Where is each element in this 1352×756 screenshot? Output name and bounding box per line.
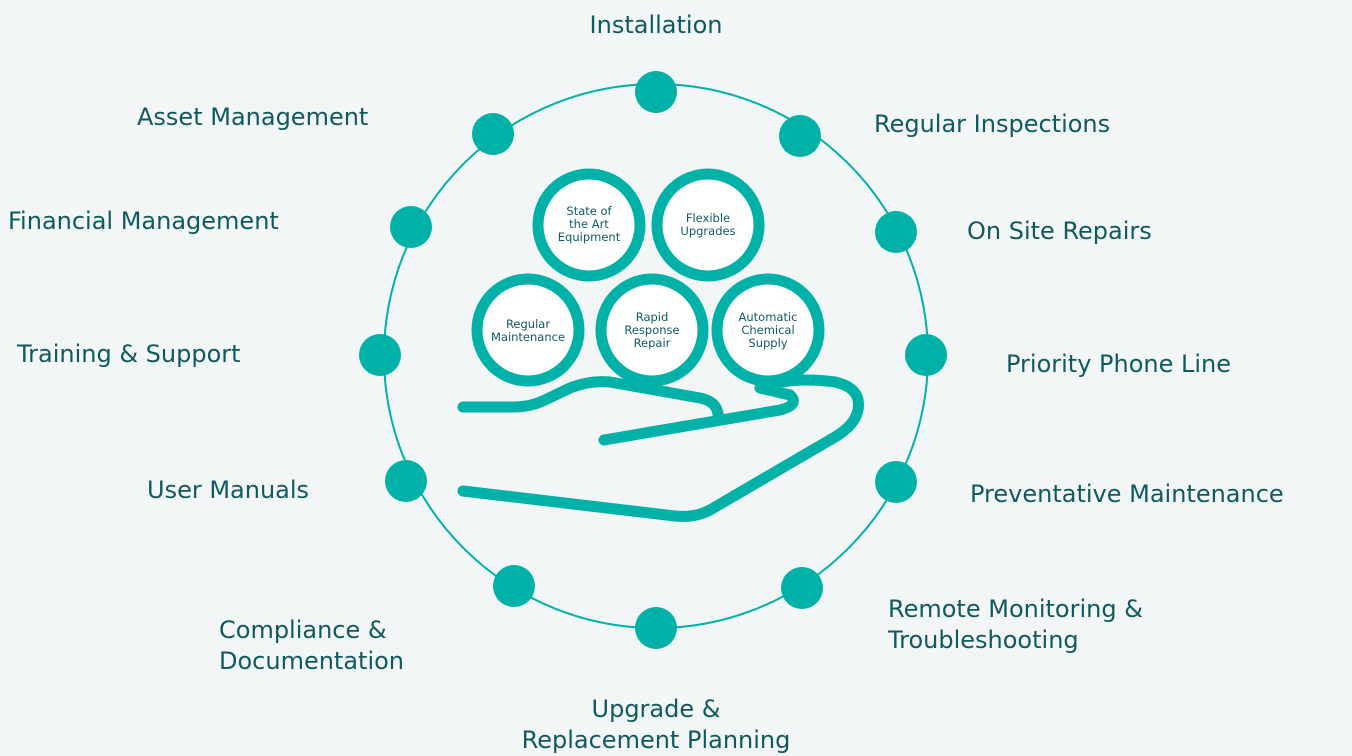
inner-text-line: Rapid [635, 310, 669, 324]
label-line: Troubleshooting [888, 626, 1079, 654]
label-line: Compliance & [219, 616, 387, 644]
inner-text-line: Automatic [738, 310, 798, 324]
label-user-manuals: User Manuals [147, 475, 309, 506]
label-line: Documentation [219, 647, 405, 675]
inner-text-line: Upgrades [680, 224, 736, 238]
label-training-support: Training & Support [17, 339, 241, 370]
label-financial-management: Financial Management [8, 206, 279, 237]
inner-label-state-of-art: State of the Art Equipment [541, 205, 637, 244]
inner-text-line: State of [566, 204, 612, 218]
inner-label-automatic-chemical: Automatic Chemical Supply [720, 311, 816, 350]
inner-circle-automatic-chemical [711, 273, 825, 387]
label-line: Priority Phone Line [1006, 350, 1232, 378]
node-regular-inspections [779, 115, 821, 157]
inner-circle-flexible-upgrades [651, 168, 765, 282]
label-line: On Site Repairs [967, 217, 1152, 245]
inner-text-line: the Art [569, 217, 609, 231]
inner-text-line: Maintenance [490, 330, 566, 344]
node-upgrade-planning [635, 607, 677, 649]
label-upgrade-planning: Upgrade & Replacement Planning [486, 694, 826, 756]
label-line: Replacement Planning [521, 726, 791, 754]
inner-circle-rapid-response [595, 273, 709, 387]
label-line: Regular Inspections [874, 110, 1111, 138]
label-line: Asset Management [137, 103, 369, 131]
inner-text-line: Equipment [557, 230, 621, 244]
node-training-support [359, 334, 401, 376]
label-compliance: Compliance & Documentation [219, 615, 404, 677]
label-asset-management: Asset Management [137, 102, 368, 133]
inner-label-flexible-upgrades: Flexible Upgrades [660, 212, 756, 238]
hand-icon [457, 374, 864, 522]
node-on-site-repairs [875, 211, 917, 253]
label-line: Remote Monitoring & [888, 595, 1143, 623]
label-line: Upgrade & [591, 695, 721, 723]
inner-text-line: Response [624, 323, 680, 337]
node-installation [635, 71, 677, 113]
label-priority-phone-line: Priority Phone Line [1006, 349, 1231, 380]
inner-text-line: Supply [748, 336, 788, 350]
inner-text-line: Regular [505, 317, 551, 331]
label-remote-monitoring: Remote Monitoring & Troubleshooting [888, 594, 1143, 656]
node-user-manuals [385, 460, 427, 502]
inner-circle-state-of-art [532, 168, 646, 282]
label-line: Installation [589, 11, 723, 39]
node-priority-phone-line [905, 334, 947, 376]
label-preventative-maintenance: Preventative Maintenance [970, 479, 1284, 510]
inner-circle-regular-maintenance [471, 273, 585, 387]
label-line: Preventative Maintenance [970, 480, 1284, 508]
label-line: Training & Support [17, 340, 241, 368]
node-preventative-maintenance [875, 461, 917, 503]
inner-label-regular-maintenance: Regular Maintenance [480, 318, 576, 344]
inner-text-line: Repair [633, 336, 671, 350]
label-line: Financial Management [8, 207, 279, 235]
label-installation: Installation [545, 10, 767, 41]
inner-label-rapid-response: Rapid Response Repair [604, 311, 700, 350]
inner-text-line: Chemical [741, 323, 795, 337]
inner-text-line: Flexible [685, 211, 731, 225]
node-asset-management [472, 113, 514, 155]
node-remote-monitoring [781, 567, 823, 609]
label-on-site-repairs: On Site Repairs [967, 216, 1152, 247]
node-compliance [493, 565, 535, 607]
node-financial-management [390, 206, 432, 248]
label-regular-inspections: Regular Inspections [874, 109, 1110, 140]
label-line: User Manuals [147, 476, 310, 504]
